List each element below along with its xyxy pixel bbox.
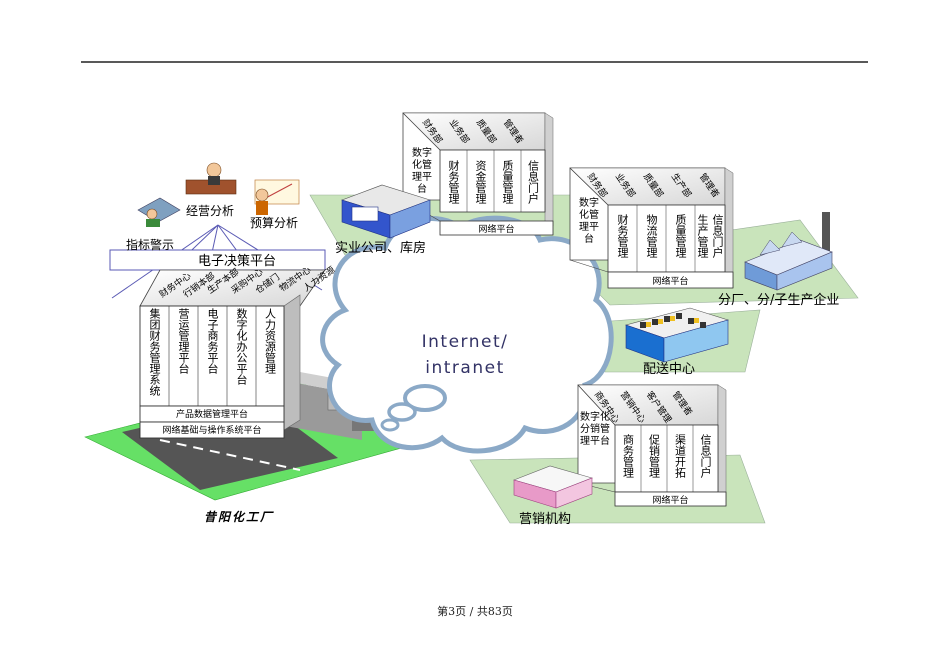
page-footer: 第3页 / 共83页 (437, 605, 513, 618)
branch-columns: 财务管理 物流管理 质量管理 生产管理 信息门户 (608, 214, 725, 270)
sales-first: 数字化分销管理平台 (580, 412, 610, 447)
roof-header-finance: 财务中心 (158, 271, 194, 301)
branch-first: 数字化管理平台 (579, 198, 599, 245)
factory-caption: 昔阳化工厂 (204, 510, 275, 524)
subsidiary-label: 实业公司、库房 (335, 241, 427, 256)
sales-columns: 商务管理 促销管理 渠道开拓 信息门户 (615, 434, 718, 490)
factory-building (109, 224, 326, 439)
branch-column-production: 生产管理 (696, 214, 709, 258)
factory-plant-icon (744, 212, 833, 291)
factory-column-operations: 营运管理平台 (177, 308, 190, 374)
sales-roof-headers: 商务中心 营销中心 客户管理 管理者 (592, 390, 720, 425)
factory-column-hr: 人力资源管理 (263, 308, 277, 374)
sales-bar: 网络平台 (652, 496, 689, 506)
branch-column-portal: 信息门户 (711, 214, 724, 258)
sales-office-icon (513, 465, 593, 509)
factory-column-office: 数字化办公平台 (235, 308, 248, 385)
branch-roof-headers: 财务部 业务部 质量部 生产部 管理者 (585, 172, 733, 202)
branch-column-quality: 质量管理 (674, 214, 687, 258)
factory-column-ecommerce: 电子商务平台 (206, 308, 219, 374)
subsidiary-building (402, 112, 554, 236)
sales-label: 营销机构 (519, 512, 572, 527)
sub-column-quality: 质量管理 (501, 160, 514, 204)
factory-bar-network: 网络基础与操作系统平台 (162, 426, 262, 436)
sub-column-funds: 资金管理 (474, 160, 487, 204)
branch-bar: 网络平台 (652, 277, 689, 287)
planner-icon (254, 179, 300, 215)
subsidiary-columns: 财务管理 资金管理 质量管理 信息门户 (440, 160, 545, 212)
role-budget-analysis: 预算分析 (250, 216, 299, 230)
factory-column-finance: 集团财务管理系统 (148, 308, 161, 396)
sales-column-channel: 渠道开拓 (673, 434, 687, 478)
branch-building (569, 167, 734, 289)
role-indicator-warning: 指标警示 (126, 238, 175, 252)
warning-icon (137, 197, 181, 227)
warehouse-icon (341, 184, 431, 239)
branch-label: 分厂、分/子生产企业 (718, 293, 840, 308)
sub-column-finance: 财务管理 (447, 160, 460, 204)
branch-column-logistics: 物流管理 (645, 214, 658, 258)
sales-column-portal: 信息门户 (699, 434, 712, 478)
sub-column-portal: 信息门户 (526, 160, 540, 204)
role-business-analysis: 经营分析 (186, 204, 235, 218)
road-marking (159, 439, 301, 471)
cloud-label-line2: intranet (425, 358, 504, 378)
subsidiary-bar: 网络平台 (478, 225, 515, 235)
distribution-center-icon (624, 307, 730, 363)
branch-column-finance: 财务管理 (616, 214, 629, 258)
distribution-label: 配送中心 (643, 362, 696, 377)
platform-title: 电子决策平台 (198, 254, 277, 269)
sales-column-commerce: 商务管理 (621, 434, 635, 478)
analyst-icon (185, 162, 237, 195)
subsidiary-roof-headers: 财务部 业务部 质量部 管理者 (420, 118, 548, 148)
subsidiary-first: 数字化管理平台 (412, 148, 432, 195)
factory-bar-pdm: 产品数据管理平台 (175, 410, 248, 420)
factory-roof-headers: 财务中心 行销本部 生产本部 采购中心 仓储门 物流中心 人力资源 (158, 265, 337, 308)
sales-column-promotion: 促销管理 (647, 434, 661, 478)
factory-columns: 集团财务管理系统 营运管理平台 电子商务平台 数字化办公平台 人力资源管理 (140, 308, 284, 404)
cloud-label-line1: Internet/ (422, 332, 509, 352)
